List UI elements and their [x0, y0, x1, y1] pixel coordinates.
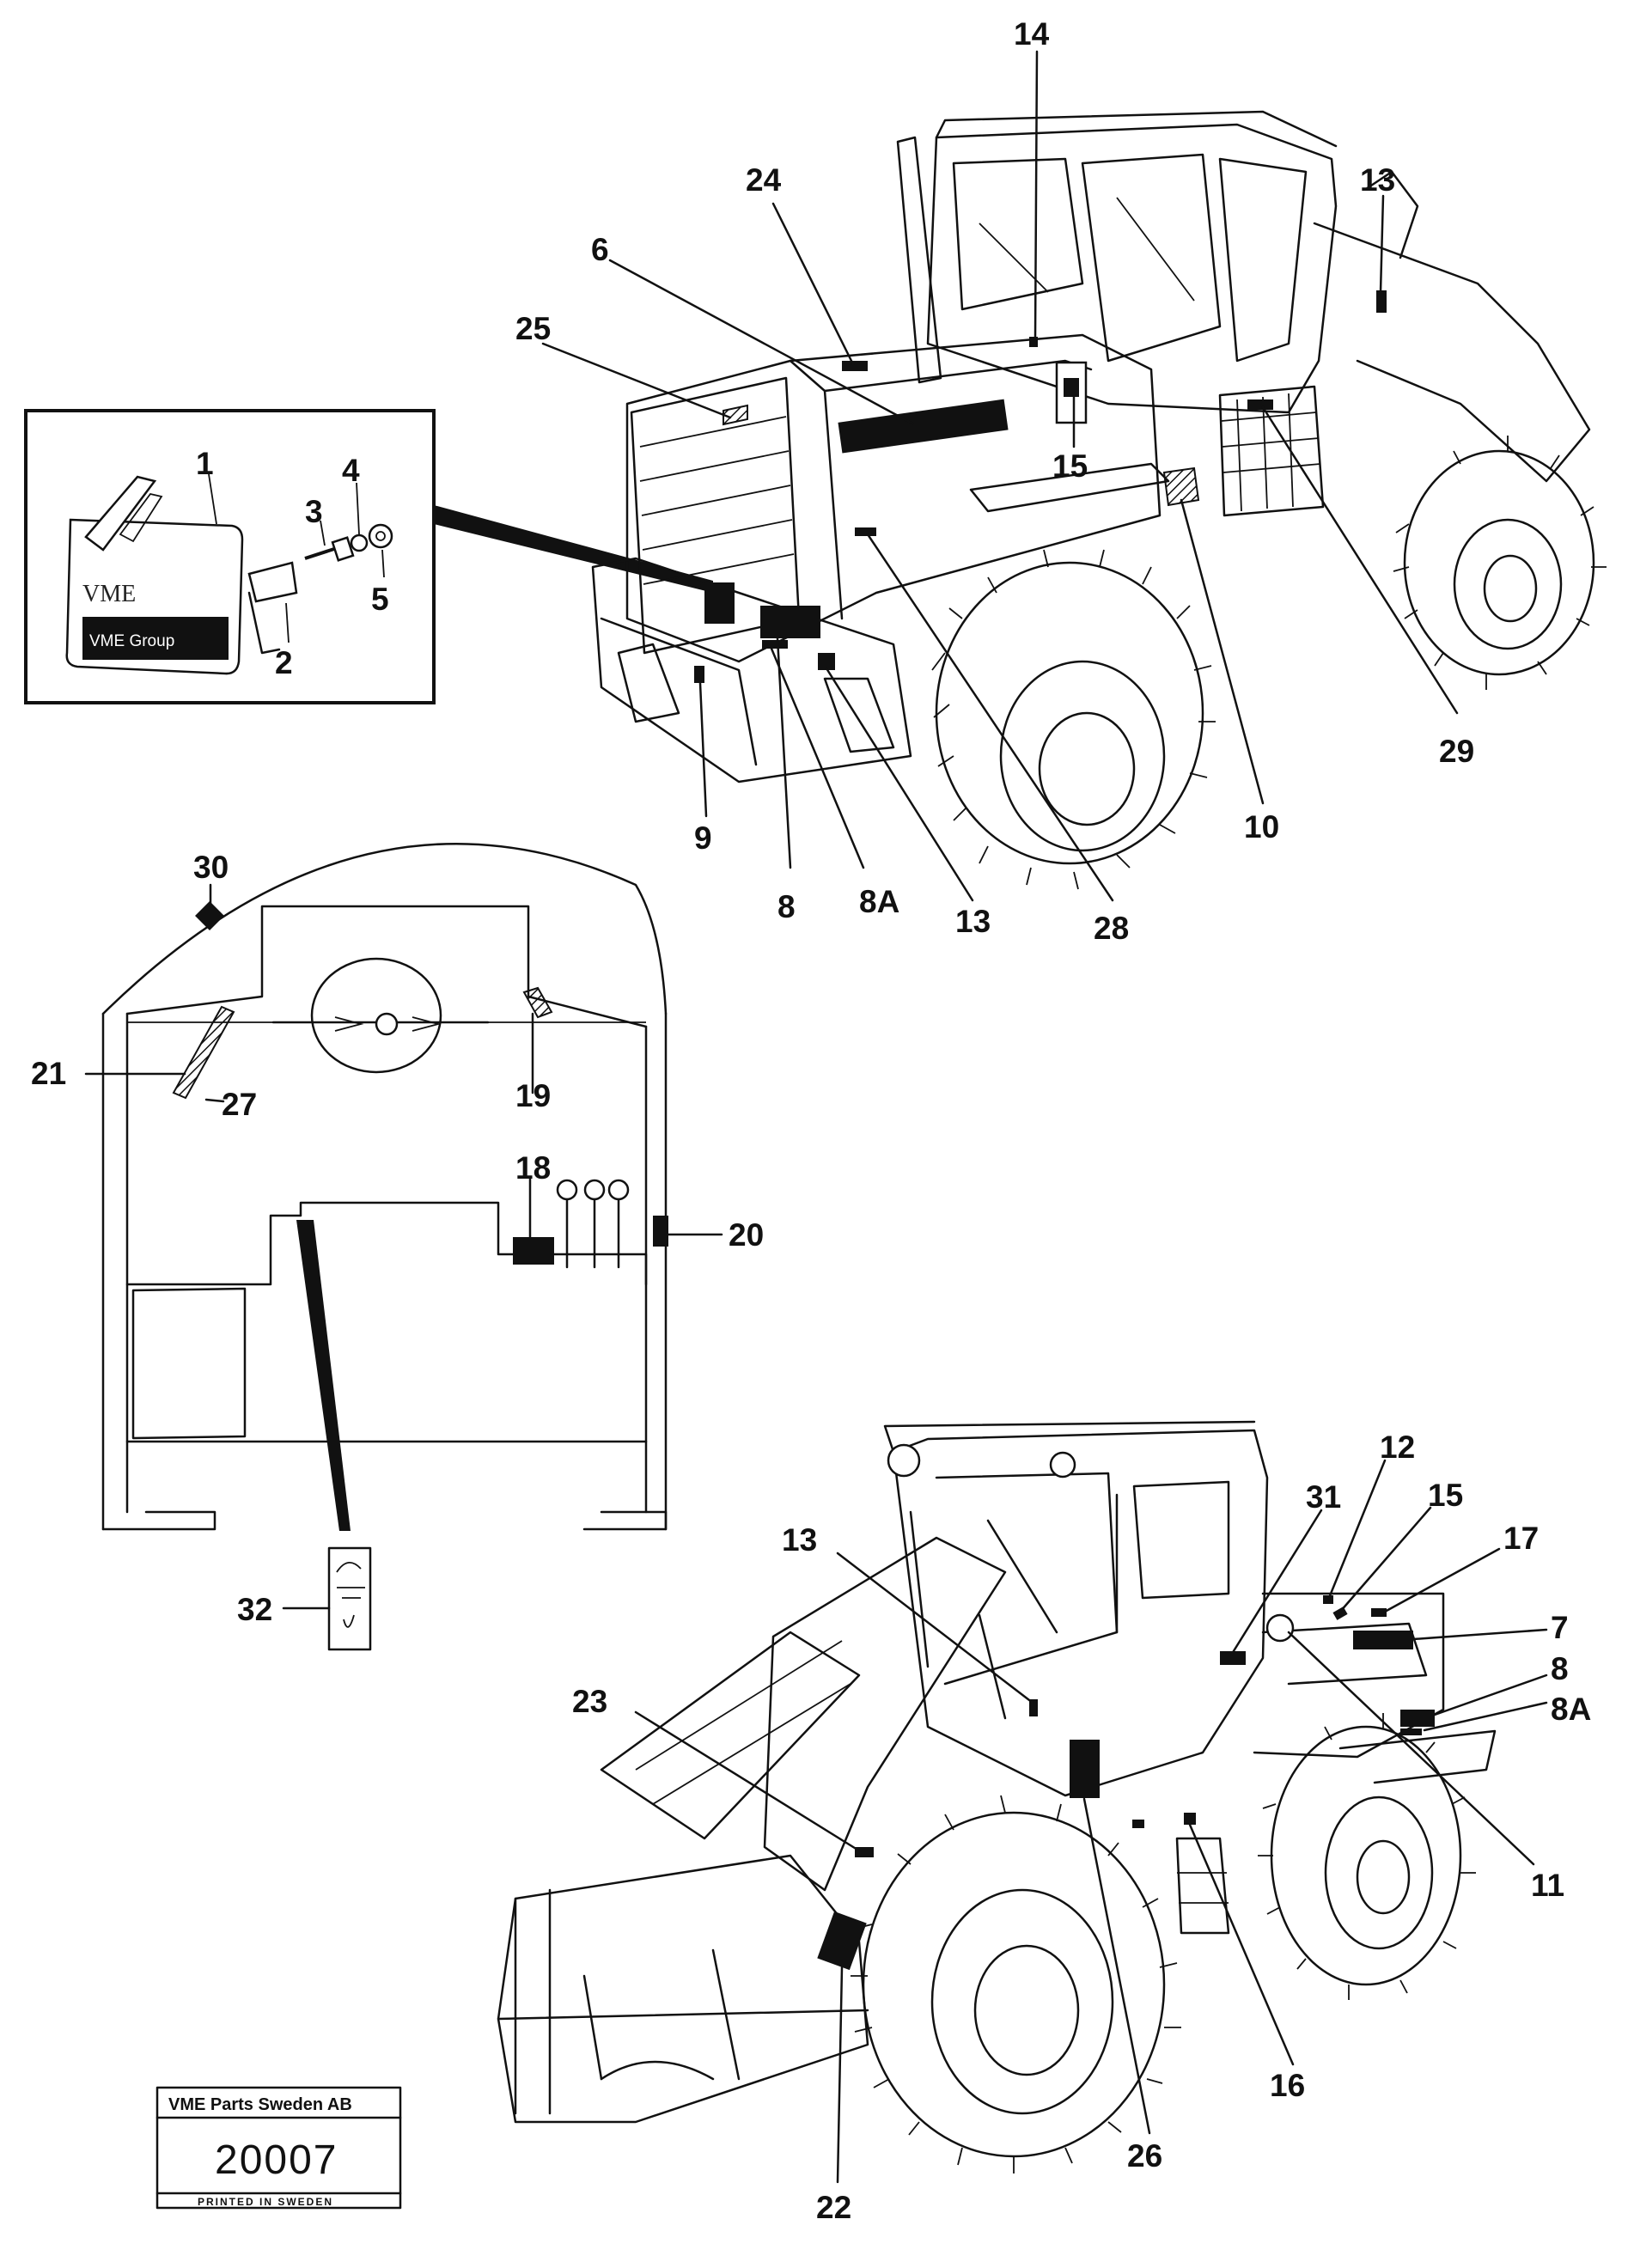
callout-5: 5	[371, 582, 389, 617]
nut-icon	[368, 523, 393, 549]
callout-10: 10	[1244, 809, 1279, 844]
callout-1: 1	[196, 446, 214, 481]
callout-3: 3	[305, 494, 323, 529]
decal-16	[1184, 1813, 1196, 1825]
callout-22: 22	[816, 2190, 851, 2225]
callout-30: 30	[193, 850, 229, 885]
callout-2: 2	[275, 645, 293, 680]
callout-18: 18	[515, 1150, 551, 1186]
decal-10	[1162, 466, 1200, 507]
callout-4: 4	[342, 453, 360, 488]
vme-parts-stamp: VME Parts Sweden AB 20007 PRINTED IN SWE…	[155, 2086, 402, 2210]
callout-20: 20	[729, 1217, 764, 1253]
decal-8a-bot	[1400, 1728, 1422, 1735]
callout-28: 28	[1094, 911, 1129, 946]
decal-17	[1371, 1608, 1387, 1617]
decal-23	[855, 1847, 874, 1857]
callout-9: 9	[694, 820, 712, 856]
callout-24: 24	[746, 162, 782, 198]
tire-rear	[931, 549, 1216, 890]
tire-front-right	[1393, 436, 1607, 690]
decal-8-bot	[1400, 1710, 1435, 1727]
decal-9	[694, 666, 704, 683]
decal-8	[760, 606, 820, 638]
cab-interior-view: 30 21 27 19 18 20 32	[31, 842, 764, 1651]
decal-20	[653, 1216, 668, 1247]
decal-28	[855, 527, 876, 536]
decal-13-bot	[1029, 1699, 1038, 1716]
logo-subtext: VME Group	[89, 632, 174, 650]
callout-23: 23	[572, 1684, 607, 1719]
loader-front-view: 13 23 31 12 15 17 7 8 8A 11 16 26 22	[497, 1420, 1591, 2225]
decal-25	[723, 404, 748, 426]
bracket-icon	[247, 561, 298, 603]
callout-15-top: 15	[1052, 448, 1088, 484]
stamp-company: VME Parts Sweden AB	[168, 2095, 352, 2114]
callout-25: 25	[515, 311, 551, 346]
decal-22	[817, 1911, 867, 1971]
decal-32-pointer	[296, 1220, 351, 1531]
decal-29	[1247, 399, 1273, 410]
decal-13-mid	[818, 653, 835, 670]
decal-32-plate-icon	[327, 1546, 372, 1651]
callout-13-bot: 13	[782, 1522, 817, 1558]
logo-mount	[704, 582, 735, 624]
decal-26	[1070, 1740, 1100, 1798]
callout-8-bot: 8	[1551, 1651, 1569, 1686]
inset-pointer	[434, 505, 713, 593]
washer-icon	[350, 533, 369, 552]
decal-26-small	[1132, 1820, 1144, 1828]
decal-15	[1064, 378, 1079, 397]
callout-19: 19	[515, 1078, 551, 1113]
callout-31: 31	[1306, 1479, 1341, 1515]
decal-19	[522, 986, 553, 1019]
screw-icon	[304, 536, 355, 562]
callout-8-top: 8	[777, 889, 796, 924]
callout-11: 11	[1531, 1868, 1564, 1903]
loader-rear-view: 14 24 6 25 15 13 29 10 28 13 8A 8 9	[515, 16, 1607, 946]
callout-26: 26	[1127, 2138, 1162, 2174]
callout-6: 6	[591, 232, 609, 267]
decal-21-27	[172, 1005, 235, 1100]
tire-front-left	[851, 1795, 1181, 2174]
decal-14	[1029, 337, 1038, 347]
callout-13-top-mid: 13	[955, 904, 991, 939]
callout-16: 16	[1270, 2068, 1305, 2103]
callout-32: 32	[237, 1592, 272, 1627]
callout-27: 27	[222, 1087, 257, 1122]
callout-21: 21	[31, 1056, 66, 1091]
decal-15-bot	[1332, 1606, 1348, 1620]
decal-6	[838, 399, 1009, 454]
logo-detail-inset: VME VME Group 1 2 3 4 5	[24, 409, 436, 704]
stamp-printed: PRINTED IN SWEDEN	[198, 2196, 333, 2208]
decal-12	[1323, 1595, 1333, 1604]
callout-8a-top: 8A	[859, 884, 899, 919]
decal-31	[1220, 1651, 1246, 1665]
vme-logo-plate-icon: VME VME Group	[65, 475, 244, 675]
stamp-number: 20007	[215, 2137, 338, 2183]
tire-rear-right	[1258, 1713, 1476, 2000]
callout-8a-bot: 8A	[1551, 1692, 1591, 1727]
callout-15-bot: 15	[1428, 1478, 1463, 1513]
decal-7	[1353, 1631, 1413, 1649]
logo-letters: VME	[82, 581, 136, 607]
callout-17: 17	[1503, 1521, 1539, 1556]
decal-18	[513, 1237, 554, 1265]
callout-29: 29	[1439, 734, 1474, 769]
decal-30	[195, 901, 224, 930]
decal-13-right	[1376, 290, 1387, 313]
callout-14: 14	[1014, 16, 1050, 52]
decal-8a	[762, 640, 788, 649]
callout-12: 12	[1380, 1430, 1415, 1465]
callout-7: 7	[1551, 1610, 1569, 1645]
decal-24	[842, 361, 868, 371]
callout-13-top-right: 13	[1360, 162, 1395, 198]
